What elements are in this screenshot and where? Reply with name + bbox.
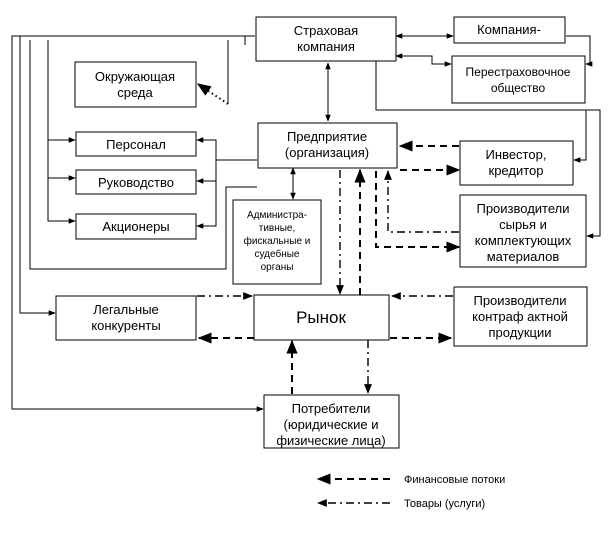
investor-label-2: кредитор <box>489 163 544 178</box>
enterprise-label-1: Предприятие <box>287 129 367 144</box>
shareholders-box: Акционеры <box>75 213 197 240</box>
shareholders-label: Акционеры <box>102 219 169 234</box>
environment-box: Окружающая среда <box>74 61 197 108</box>
connectors <box>11 33 601 412</box>
legend-financial-label: Финансовые потоки <box>404 474 505 486</box>
company-box: Компания- <box>453 16 566 44</box>
reinsurer-label-1: Перестраховочное <box>466 65 571 79</box>
counterfeit-label-2: контраф актной <box>472 309 568 324</box>
admin-label-2: тивные, <box>259 223 296 234</box>
consumers-label-3: физические лица) <box>276 433 385 448</box>
counterfeit-label-1: Производители <box>473 293 566 308</box>
environment-label-1: Окружающая <box>95 69 175 84</box>
legend-goods-label: Товары (услуги) <box>404 498 485 510</box>
link-enterprise-environment <box>196 83 229 105</box>
counterfeit-label-3: продукции <box>489 325 552 340</box>
personnel-box: Персонал <box>75 131 197 157</box>
admin-label-3: фискальные и <box>244 235 311 247</box>
consumers-box: Потребители (юридические и физические ли… <box>263 394 400 449</box>
suppliers-box: Производители сырья и комплектующих мате… <box>459 194 587 268</box>
consumers-label-2: (юридические и <box>284 417 379 432</box>
link-enterprise-personnel <box>196 137 257 161</box>
investor-box: Инвестор, кредитор <box>459 140 574 186</box>
admin-label-5: органы <box>261 262 294 273</box>
suppliers-label-2: сырья и <box>499 217 547 232</box>
link-left-enterprise <box>29 40 257 270</box>
admin-label-1: Администра- <box>247 210 307 221</box>
competitors-label-2: конкуренты <box>91 318 160 333</box>
link-insurer-consumers <box>11 35 264 412</box>
personnel-label: Персонал <box>106 137 166 152</box>
market-label: Рынок <box>296 308 346 327</box>
link-to-shareholders <box>47 40 76 224</box>
admin-label-4: судебные <box>255 248 300 260</box>
management-box: Руководство <box>75 169 197 195</box>
insurer-box: Страховая компания <box>255 16 397 62</box>
environment-label-2: среда <box>117 85 153 100</box>
link-insurer-suppliers <box>375 61 601 239</box>
company-label: Компания- <box>477 22 541 37</box>
link-insurer-reinsurer <box>395 53 452 67</box>
legend: Финансовые потоки Товары (услуги) <box>316 473 505 510</box>
link-enterprise-shareholders <box>196 160 217 229</box>
competitors-box: Легальные конкуренты <box>55 295 197 341</box>
consumers-label-1: Потребители <box>292 401 371 416</box>
competitors-label-1: Легальные <box>93 302 159 317</box>
management-label: Руководство <box>98 175 174 190</box>
reinsurer-label-2: общество <box>491 81 546 95</box>
suppliers-label-4: материалов <box>487 249 560 264</box>
suppliers-label-1: Производители <box>476 201 569 216</box>
link-insurer-investor <box>573 110 587 163</box>
reinsurer-box: Перестраховочное общество <box>451 55 586 104</box>
enterprise-label-2: (организация) <box>285 145 369 160</box>
enterprise-box: Предприятие (организация) <box>257 122 398 169</box>
investor-label-1: Инвестор, <box>486 147 547 162</box>
counterfeit-box: Производители контраф актной продукции <box>453 286 588 347</box>
admin-box: Администра- тивные, фискальные и судебны… <box>232 199 322 285</box>
suppliers-label-3: комплектующих <box>475 233 572 248</box>
link-company-reinsurer <box>566 35 593 67</box>
market-box: Рынок <box>253 294 390 341</box>
link-insurer-competitors <box>19 36 56 316</box>
insurer-label-1: Страховая <box>294 23 358 38</box>
goods-suppliers-enterprise <box>384 170 459 233</box>
flow-enterprise-suppliers <box>375 171 461 253</box>
insurer-label-2: компания <box>297 39 355 54</box>
